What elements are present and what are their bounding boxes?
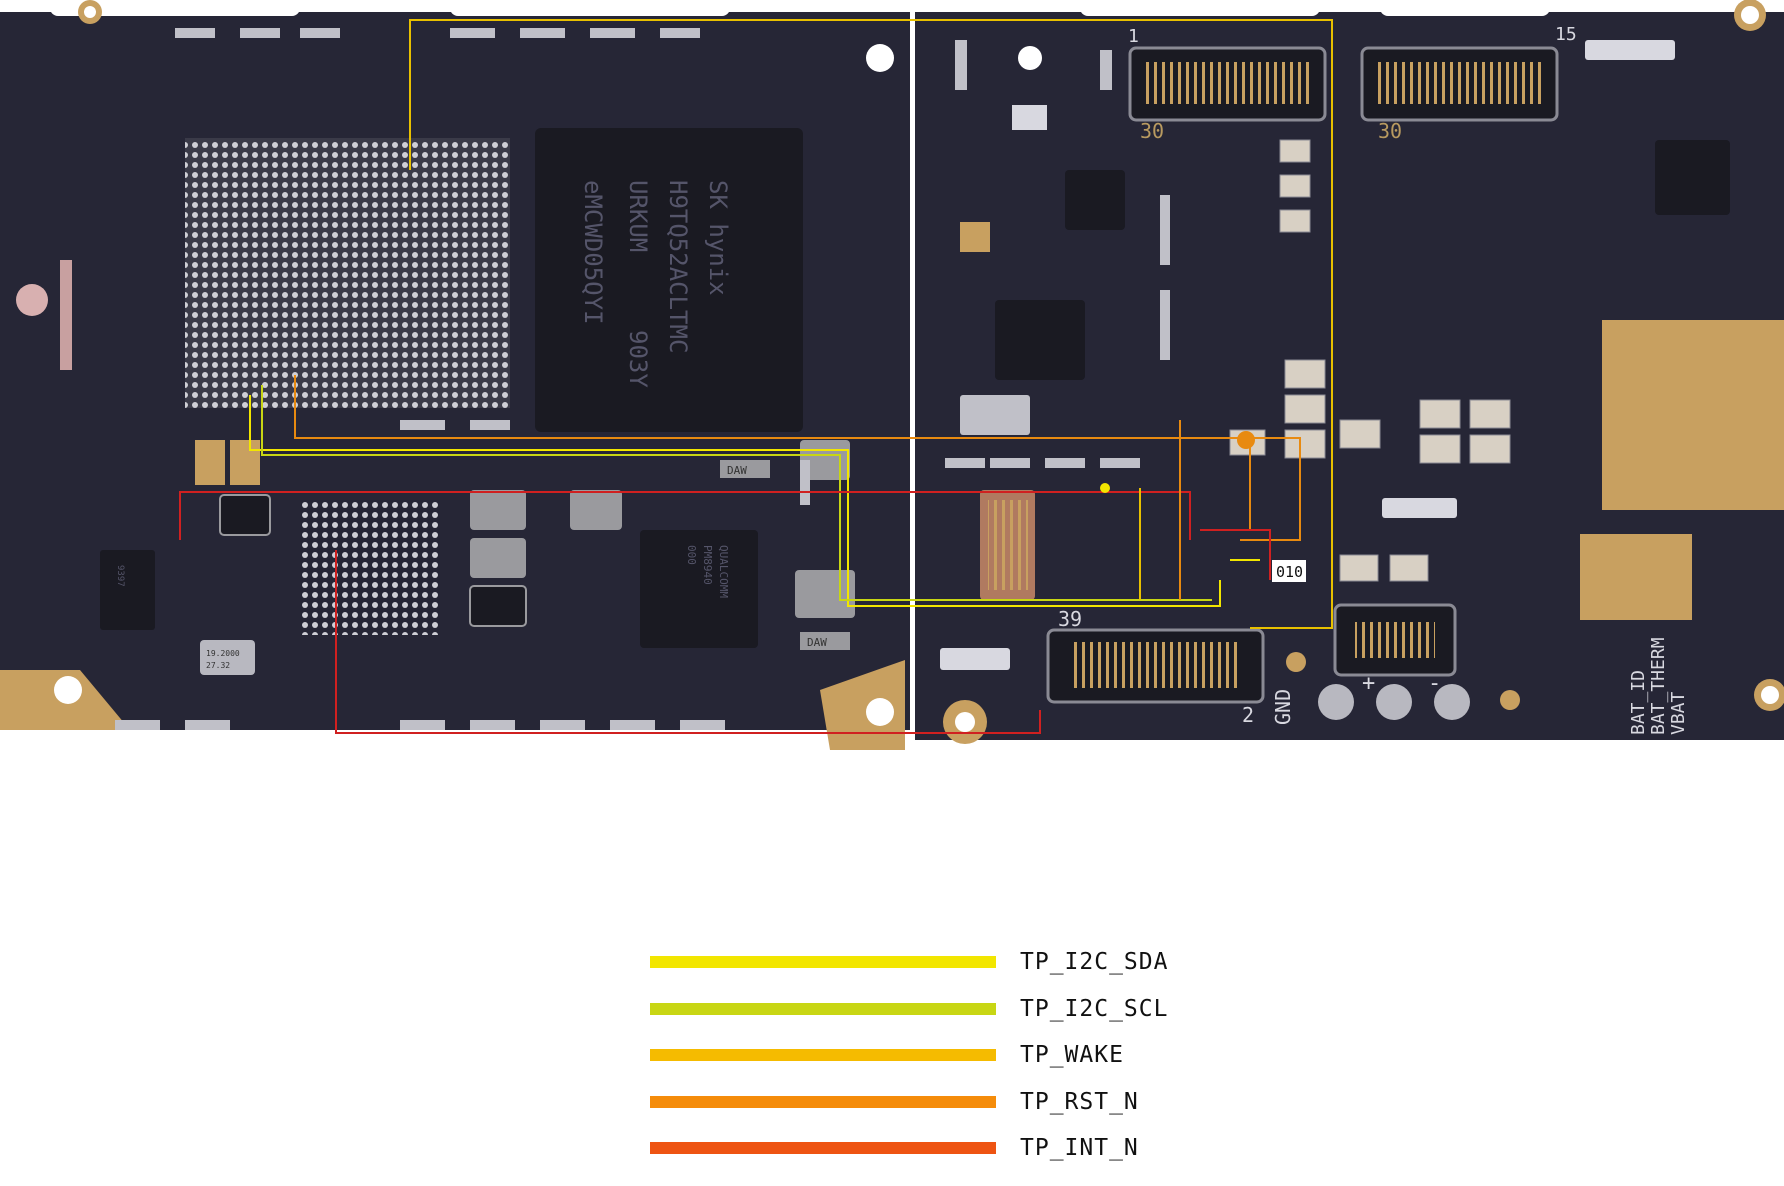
legend-label: TP_I2C_SCL: [1020, 995, 1169, 1022]
test-point-minus: [1434, 684, 1470, 720]
small-chip-text: 9397: [115, 565, 125, 587]
left-board: SK hynix H9TQ52ACLTMC URKUM 903Y eMCWD05…: [0, 0, 910, 750]
shield-pad-large: [1602, 320, 1784, 510]
daw-label: DAW: [727, 464, 747, 477]
flash-chip-text: SK hynix H9TQ52ACLTMC URKUM 903Y eMCWD05…: [579, 180, 732, 402]
silk-battherm-label: BAT_THERM: [1648, 637, 1669, 735]
pmic-chip: [640, 530, 758, 648]
silk-pin39-label: 39: [1058, 607, 1082, 631]
silk-pin2-label: 2: [1242, 703, 1254, 727]
flash-memory-chip: [535, 128, 803, 432]
legend-item-tp-i2c-scl: TP_I2C_SCL: [650, 992, 1250, 1039]
legend-label: TP_RST_N: [1020, 1088, 1139, 1115]
crystal-text: 19.2000 27.32: [206, 649, 245, 670]
pmic-bga-pads: [300, 500, 440, 635]
silk-batid-label: BAT_ID: [1628, 670, 1649, 735]
pmic-chip-text: QUALCOMM PM8940 000: [685, 545, 730, 605]
legend-item-tp-rst-n: TP_RST_N: [650, 1085, 1250, 1132]
legend-item-tp-i2c-sda: TP_I2C_SDA: [650, 945, 1250, 992]
gold-pad: [1580, 534, 1692, 620]
silk-pin1-label: 1: [1128, 26, 1139, 47]
test-point-plus: [1376, 684, 1412, 720]
right-board: 1 15 30 30 39 2 GND + - BAT_ID BAT_THERM…: [915, 0, 1784, 744]
daw-label-2: DAW: [807, 636, 827, 649]
legend-item-tp-wake: TP_WAKE: [650, 1038, 1250, 1085]
legend-item-tp-int-n: TP_INT_N: [650, 1131, 1250, 1178]
silk-gnd-label: GND: [1271, 689, 1295, 725]
trace-tp-int-n: [179, 491, 1191, 540]
silk-pin15-label: 15: [1555, 24, 1577, 45]
trace-tp-wake: [409, 19, 1333, 629]
test-point-label: 010: [1276, 563, 1303, 581]
trace-tp-rst-n: [294, 375, 1301, 541]
legend-swatch: [650, 1049, 996, 1061]
legend-swatch: [650, 956, 996, 968]
legend-swatch: [650, 1095, 996, 1108]
silk-plus-label: +: [1362, 671, 1375, 696]
signal-traces: [179, 19, 1333, 734]
legend-label: TP_WAKE: [1020, 1042, 1124, 1068]
legend-label: TP_I2C_SDA: [1020, 949, 1169, 975]
pcb-board-image: SK hynix H9TQ52ACLTMC URKUM 903Y eMCWD05…: [0, 0, 1784, 750]
legend-swatch: [650, 1002, 996, 1015]
trace-tp-i2c-scl: [261, 385, 1212, 601]
legend-label: TP_INT_N: [1020, 1135, 1139, 1161]
legend: TP_I2C_SDA TP_I2C_SCL TP_WAKE TP_RST_N T…: [650, 945, 1250, 1178]
silk-vbat-label: VBAT: [1668, 691, 1689, 735]
legend-swatch: [650, 1142, 996, 1154]
silk-pin30-label-2: 30: [1378, 119, 1402, 143]
trace-tp-i2c-sda: [249, 395, 1221, 607]
silk-minus-label: -: [1428, 671, 1441, 696]
test-point-gnd: [1318, 684, 1354, 720]
silk-pin30-label: 30: [1140, 119, 1164, 143]
